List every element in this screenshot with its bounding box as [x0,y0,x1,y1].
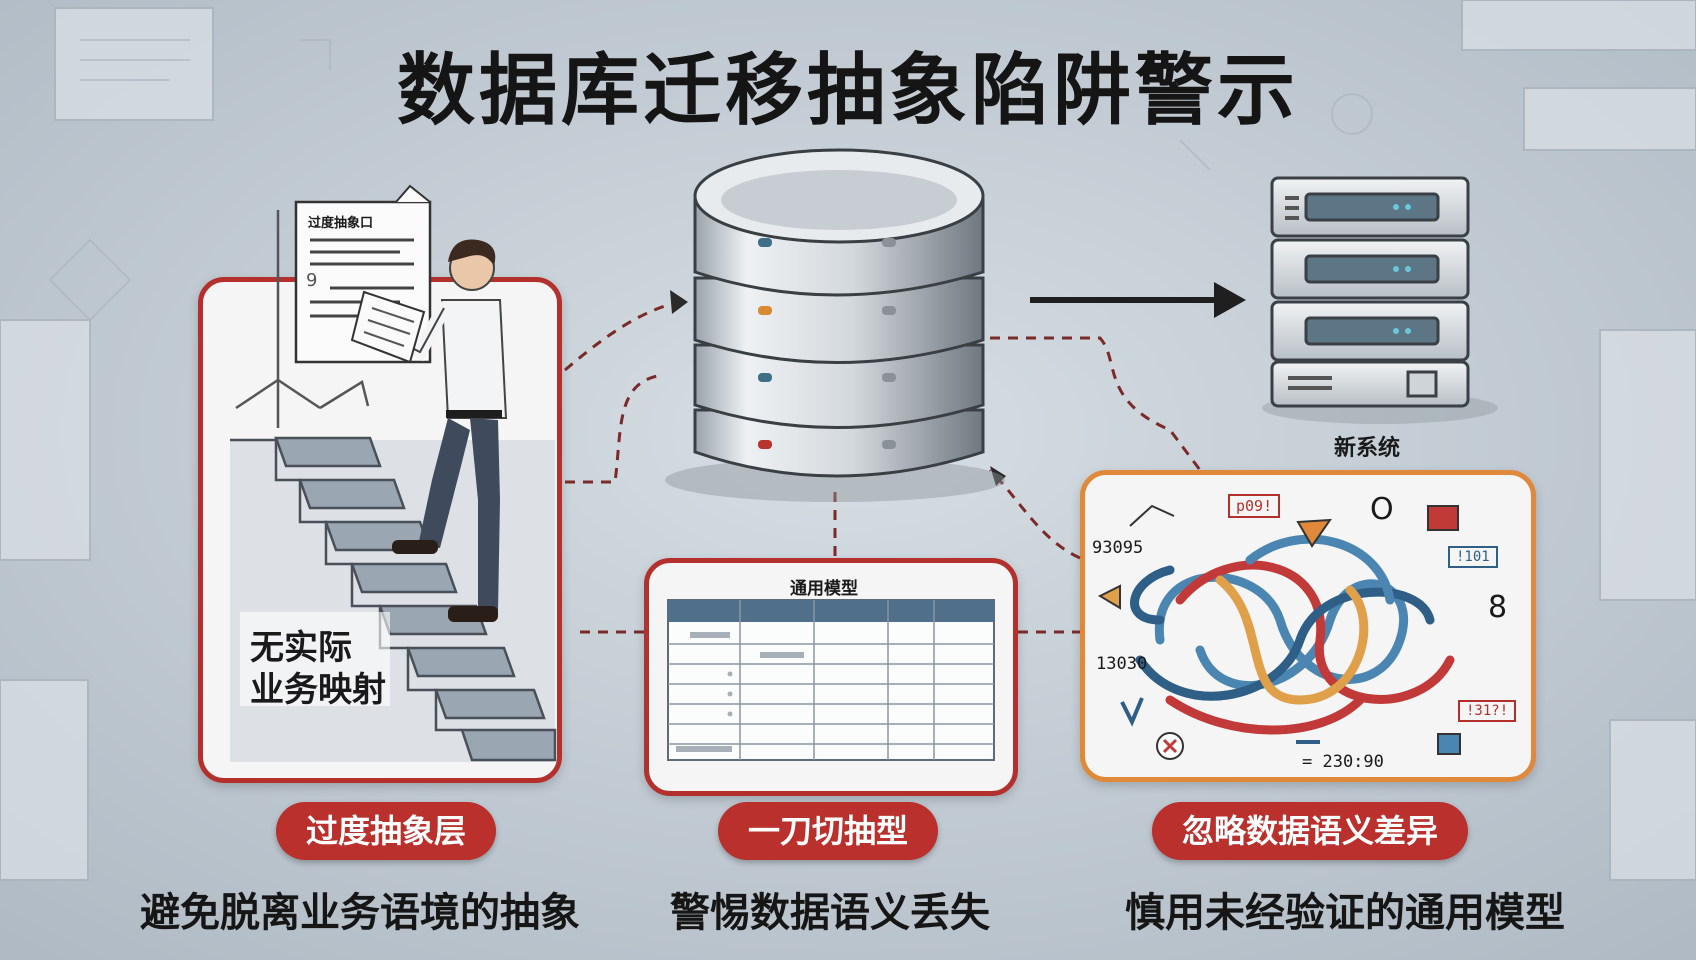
new-system-label: 新系统 [1334,436,1401,461]
arrow-head-left [670,290,688,314]
sign-line-2: 业务映射 [250,670,386,710]
pill-semantic-diff: 忽略数据语义差异 [1152,802,1468,860]
caption-left: 避免脱离业务语境的抽象 [140,890,580,936]
person-illustration [350,239,508,622]
database-icon [665,148,1005,502]
tangled-knot-icon [1130,534,1455,735]
glyph-o: O [1370,492,1394,527]
arrow-right-icon [1214,282,1246,318]
caption-mid: 警惕数据语义丢失 [670,890,990,936]
tag-a: p09! [1228,494,1281,518]
tag-b: !101 [1448,546,1498,568]
sign-line-1: 无实际 [250,628,352,668]
page-title: 数据库迁移抽象陷阱警示 [396,46,1299,136]
caption-right: 慎用未经验证的通用模型 [1125,890,1565,936]
pill-over-abstraction: 过度抽象层 [276,802,496,860]
generic-model-heading: 通用模型 [790,579,858,599]
pill-one-size-fits-all: 一刀切抽型 [718,802,938,860]
glyph-8: 8 [1488,590,1508,625]
doc-mark: 9 [306,270,318,291]
doc-heading: 过度抽象口 [308,216,374,231]
number-a: 93095 [1092,538,1144,558]
tag-c: !31?! [1458,700,1517,722]
server-icon [1262,176,1498,424]
generic-model-table [667,599,995,761]
number-c: = 230:90 [1302,752,1384,772]
arrow-head-back [990,466,1006,486]
number-b: 13030 [1096,654,1148,674]
stairs-icon [230,436,557,762]
